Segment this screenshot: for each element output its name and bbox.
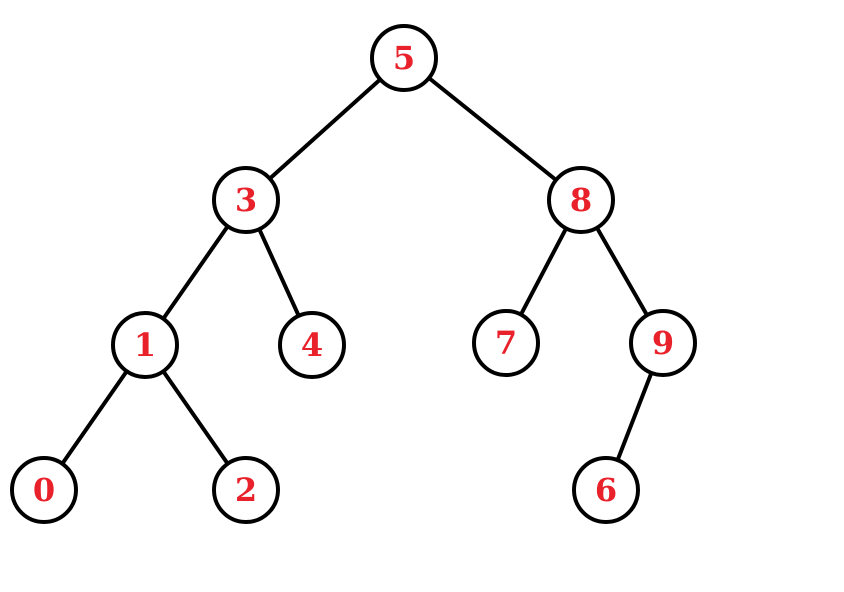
node-label: 7 [495, 324, 517, 362]
node-circle [10, 456, 78, 524]
tree-node-3: 3 [212, 166, 280, 234]
edge-n5-n3 [244, 56, 406, 202]
tree-node-4: 4 [278, 311, 346, 379]
node-circle [472, 309, 540, 377]
node-label: 4 [301, 326, 323, 364]
tree-node-0: 0 [10, 456, 78, 524]
node-circle [111, 311, 179, 379]
node-circle [629, 309, 697, 377]
node-circle [212, 166, 280, 234]
tree-node-6: 6 [572, 456, 640, 524]
node-circle [370, 24, 438, 92]
nodes-layer: 5 3 8 1 4 7 9 0 2 6 [10, 24, 697, 524]
node-circle [278, 311, 346, 379]
tree-node-8: 8 [547, 166, 615, 234]
tree-node-2: 2 [212, 456, 280, 524]
node-circle [212, 456, 280, 524]
tree-node-9: 9 [629, 309, 697, 377]
node-label: 5 [393, 39, 415, 77]
tree-node-1: 1 [111, 311, 179, 379]
edge-n5-n8 [402, 56, 583, 202]
node-label: 0 [33, 471, 55, 509]
node-circle [572, 456, 640, 524]
edges-layer [42, 56, 665, 492]
tree-node-5: 5 [370, 24, 438, 92]
node-label: 9 [652, 324, 674, 362]
node-label: 1 [134, 326, 156, 364]
tree-node-7: 7 [472, 309, 540, 377]
node-circle [547, 166, 615, 234]
node-label: 3 [235, 181, 257, 219]
node-label: 8 [570, 181, 592, 219]
node-label: 2 [235, 471, 257, 509]
node-label: 6 [595, 471, 617, 509]
